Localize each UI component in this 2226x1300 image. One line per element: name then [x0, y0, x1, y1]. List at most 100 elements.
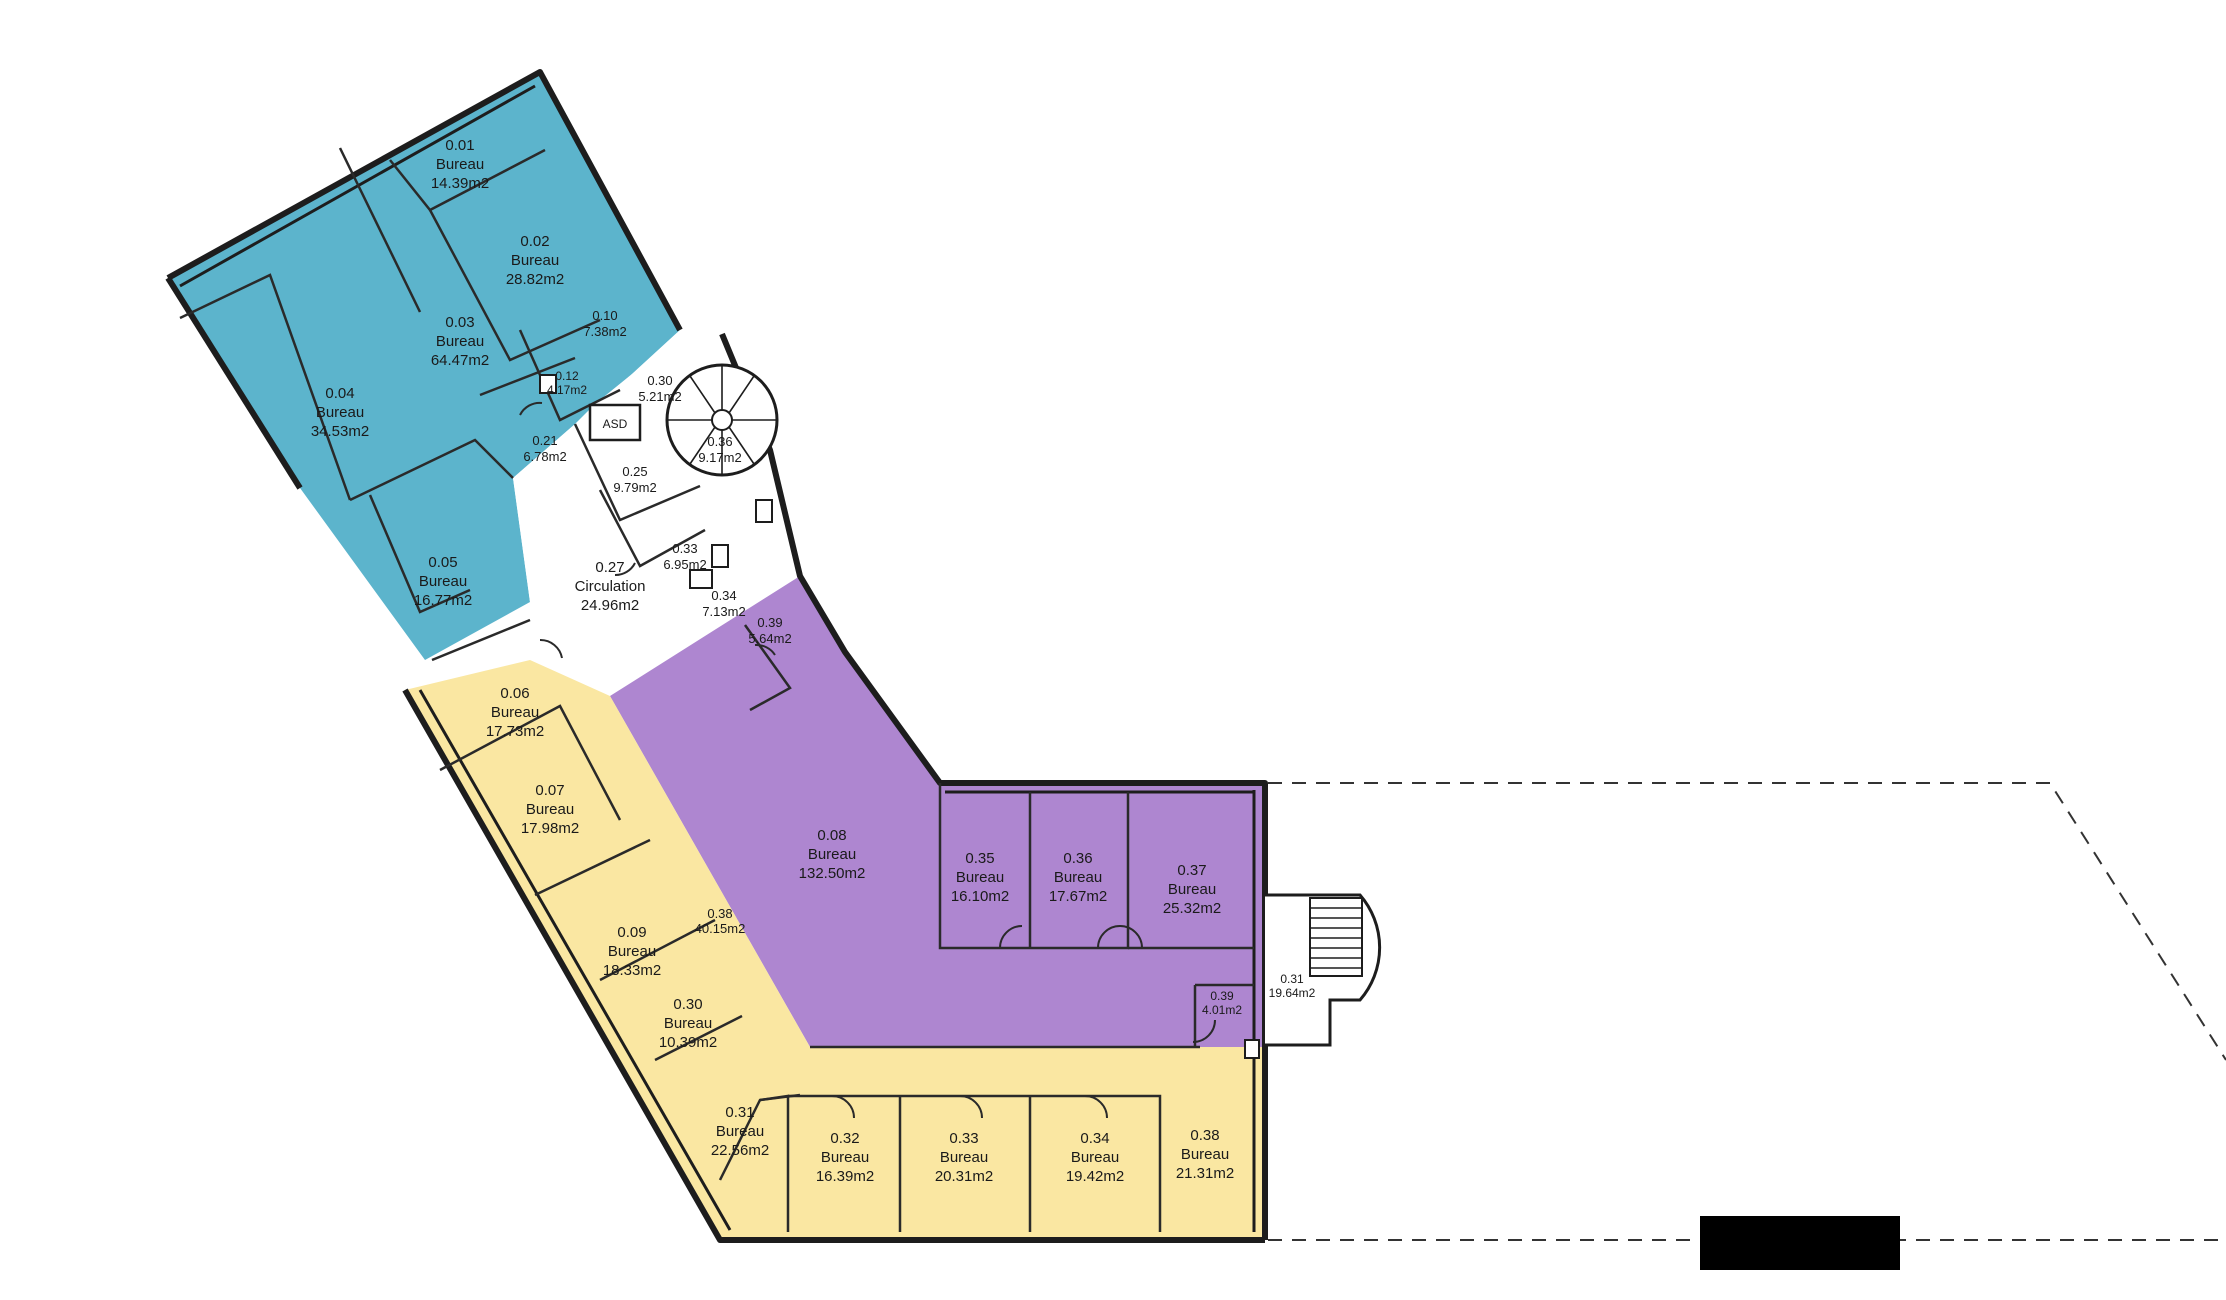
room-label-0-38-bureau: 0.38 Bureau 21.31m2 — [1176, 1127, 1234, 1182]
room-type: Bureau — [664, 1015, 712, 1032]
room-area: 16.10m2 — [951, 888, 1009, 905]
room-type: Bureau — [940, 1149, 988, 1166]
scale-bar — [1700, 1216, 1900, 1270]
partition-005 — [479, 356, 576, 397]
room-type: Bureau — [1071, 1149, 1119, 1166]
outer-wall-east — [719, 332, 1268, 1240]
room-number: 0.34 — [711, 588, 736, 603]
room-number: 0.10 — [592, 308, 617, 323]
room-label-0-39-small-east: 0.39 4.01m2 — [1202, 989, 1242, 1017]
room-number: 0.30 — [647, 373, 672, 388]
asd-box-outline — [588, 403, 642, 442]
room-number: 0.25 — [622, 464, 647, 479]
room-label-0-06: 0.06 Bureau 17.73m2 — [486, 685, 544, 740]
room-area: 16.39m2 — [816, 1168, 874, 1185]
room-label-0-31-stair: 0.31 19.64m2 — [1269, 972, 1316, 1000]
room-area: 10.39m2 — [659, 1034, 717, 1051]
partition-004 — [349, 438, 514, 502]
room-number: 0.33 — [672, 541, 697, 556]
asd-box: ASD — [588, 403, 642, 442]
room-number: 0.35 — [965, 850, 994, 867]
room-type: Bureau — [316, 404, 364, 421]
room-number: 0.01 — [445, 137, 474, 154]
outer-wall-southwest — [402, 688, 1265, 1243]
room-area: 4.17m2 — [547, 383, 587, 397]
room-area: 21.31m2 — [1176, 1165, 1234, 1182]
sanitary-fixtures — [539, 374, 1260, 1059]
room-label-0-07: 0.07 Bureau 17.98m2 — [521, 782, 579, 837]
tread-05 — [689, 375, 716, 414]
room-area: 5.64m2 — [748, 631, 791, 646]
adjacent-building-outline — [1268, 782, 2226, 1241]
room-number: 0.09 — [617, 924, 646, 941]
room-type: Bureau — [436, 333, 484, 350]
room-label-0-33-small: 0.33 6.95m2 — [663, 541, 706, 572]
door-swing-003 — [1119, 925, 1143, 949]
room-number: 0.39 — [757, 615, 782, 630]
room-label-0-05: 0.05 Bureau 16.77m2 — [414, 554, 472, 609]
partition-011 — [368, 494, 471, 614]
room-type: Bureau — [1054, 869, 1102, 886]
room-area: 5.21m2 — [638, 389, 681, 404]
tread-04 — [728, 426, 755, 465]
spiral-stair-treads — [667, 365, 777, 475]
room-number: 0.39 — [1210, 989, 1234, 1003]
spiral-staircase — [665, 363, 779, 477]
outer-wall-west-wing — [166, 69, 683, 332]
room-area: 19.64m2 — [1269, 986, 1316, 1000]
doors — [519, 401, 1216, 1119]
room-label-0-37: 0.37 Bureau 25.32m2 — [1163, 862, 1221, 917]
room-type: Bureau — [511, 252, 559, 269]
partition-003 — [179, 273, 352, 501]
room-area: 17.73m2 — [486, 723, 544, 740]
room-label-0-21: 0.21 6.78m2 — [523, 433, 566, 464]
room-type: Bureau — [436, 156, 484, 173]
purple-zone-fill — [610, 576, 1265, 1047]
room-number: 0.32 — [830, 1130, 859, 1147]
tread-07 — [689, 426, 716, 465]
room-label-0-36-bureau: 0.36 Bureau 17.67m2 — [1049, 850, 1107, 905]
room-label-0-03: 0.03 Bureau 64.47m2 — [431, 314, 489, 369]
room-number: 0.27 — [595, 559, 624, 576]
room-area: 17.98m2 — [521, 820, 579, 837]
door-swing-002 — [1097, 925, 1121, 949]
fixture-04 — [539, 374, 557, 394]
room-number: 0.31 — [725, 1104, 754, 1121]
room-number: 0.36 — [707, 434, 732, 449]
room-label-0-09: 0.09 Bureau 18.33m2 — [603, 924, 661, 979]
room-area: 18.33m2 — [603, 962, 661, 979]
room-label-0-04: 0.04 Bureau 34.53m2 — [311, 385, 369, 440]
room-area: 7.13m2 — [702, 604, 745, 619]
room-area: 34.53m2 — [311, 423, 369, 440]
room-number: 0.02 — [520, 233, 549, 250]
room-number: 0.21 — [532, 433, 557, 448]
door-swing-009 — [614, 562, 636, 577]
door-swing-005 — [959, 1095, 983, 1119]
room-number: 0.38 — [707, 906, 732, 921]
room-area: 19.42m2 — [1066, 1168, 1124, 1185]
room-label-0-12: 0.12 4.17m2 — [547, 369, 587, 397]
room-number: 0.06 — [500, 685, 529, 702]
room-number: 0.37 — [1177, 862, 1206, 879]
room-area: 25.32m2 — [1163, 900, 1221, 917]
asd-label: ASD — [603, 417, 628, 431]
door-swing-010 — [519, 401, 543, 416]
room-number: 0.12 — [555, 369, 579, 383]
tread-02 — [728, 375, 755, 414]
partition-018 — [788, 1094, 1162, 1232]
door-swing-004 — [831, 1095, 855, 1119]
partition-010 — [431, 618, 531, 662]
partition-009 — [598, 489, 706, 568]
room-label-0-38-corridor: 0.38 40.15m2 — [695, 906, 746, 936]
room-area: 24.96m2 — [581, 597, 639, 614]
partition-013 — [534, 838, 651, 897]
fixture-02 — [755, 499, 773, 523]
room-type: Bureau — [716, 1123, 764, 1140]
door-swing-008 — [539, 638, 563, 659]
room-label-0-25: 0.25 9.79m2 — [613, 464, 656, 495]
room-number: 0.08 — [817, 827, 846, 844]
room-area: 17.67m2 — [1049, 888, 1107, 905]
room-area: 9.79m2 — [613, 480, 656, 495]
room-number: 0.03 — [445, 314, 474, 331]
